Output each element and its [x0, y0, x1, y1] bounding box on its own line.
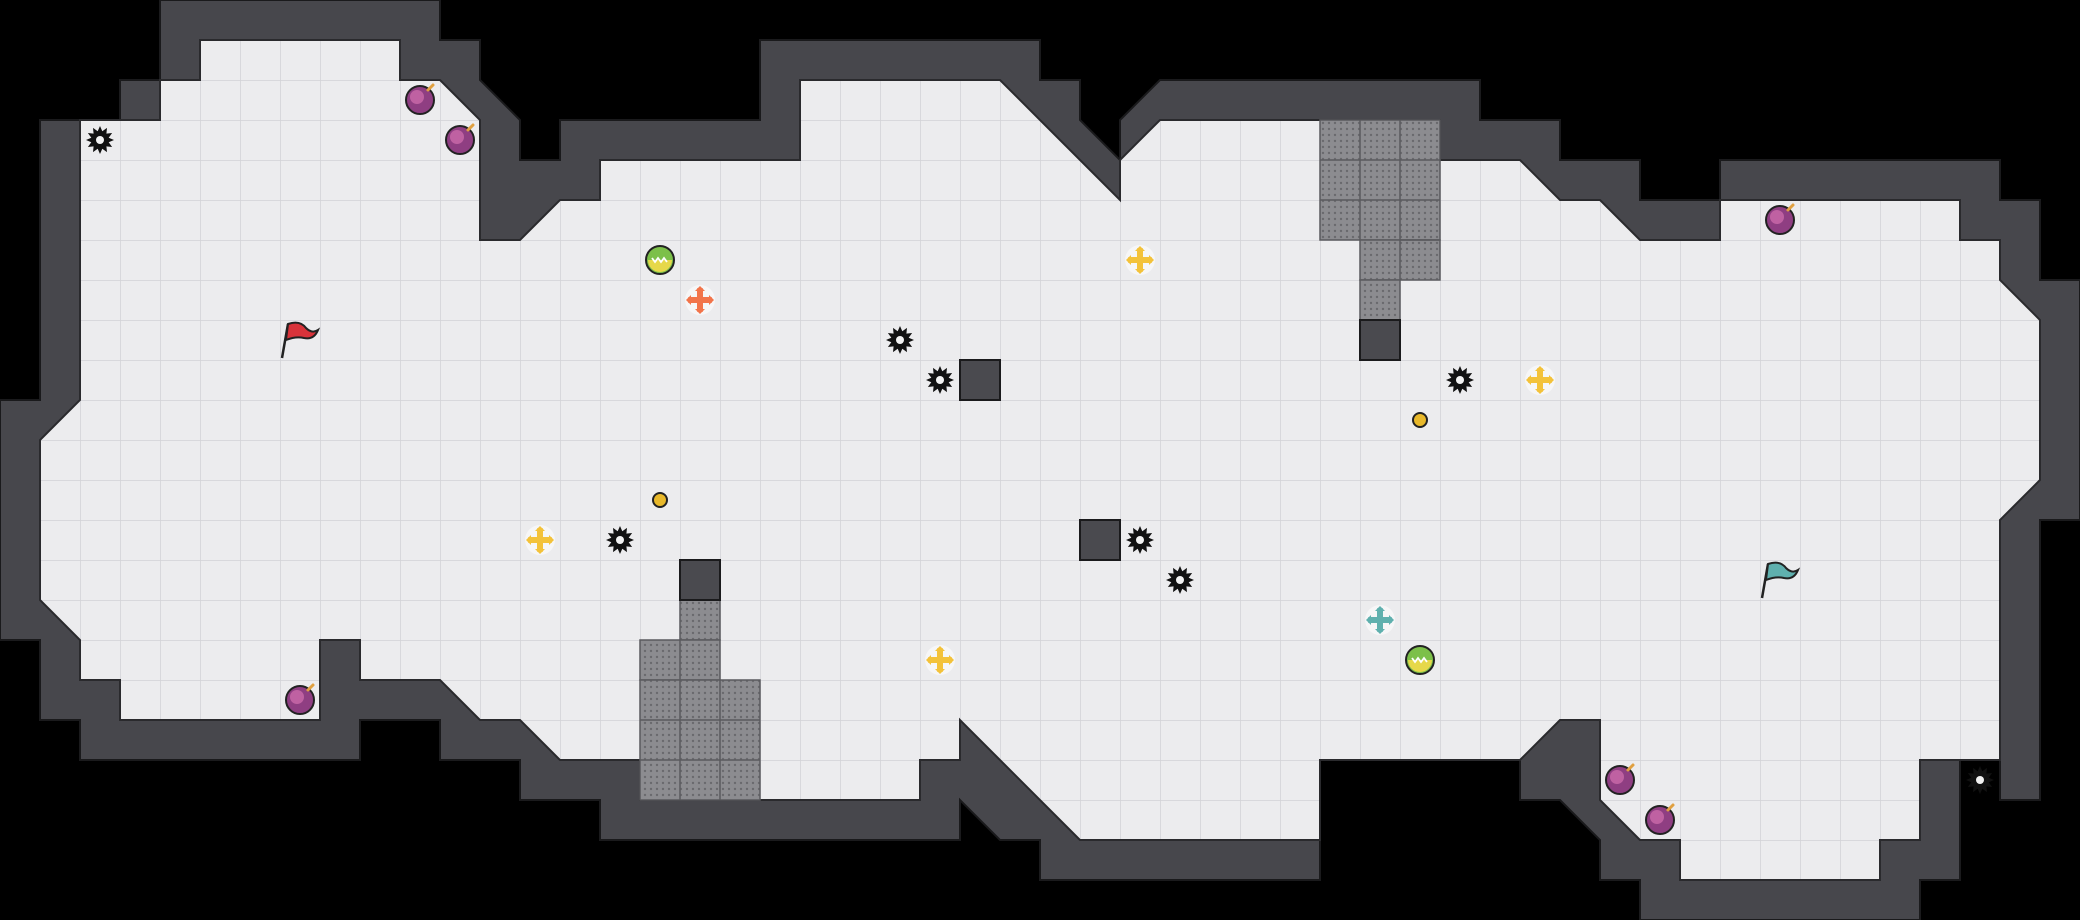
floor-area: [39, 39, 2041, 881]
plus-powerup-icon[interactable]: [1125, 245, 1155, 275]
spike-trap-icon: [1966, 766, 1994, 794]
coin-icon[interactable]: [652, 492, 668, 508]
shield-powerup-icon[interactable]: [1405, 645, 1435, 675]
coin-icon[interactable]: [1412, 412, 1428, 428]
solid-block: [1359, 319, 1401, 361]
solid-block: [679, 559, 721, 601]
spike-trap-icon: [1126, 526, 1154, 554]
bomb-icon[interactable]: [285, 683, 315, 715]
plus-powerup-icon[interactable]: [1365, 605, 1395, 635]
shield-powerup-icon[interactable]: [645, 245, 675, 275]
grate-patch-top: [1319, 119, 1441, 321]
solid-block: [1079, 519, 1121, 561]
spike-trap-icon: [886, 326, 914, 354]
bomb-icon[interactable]: [1645, 803, 1675, 835]
bomb-icon[interactable]: [1605, 763, 1635, 795]
spike-trap-icon: [1446, 366, 1474, 394]
spike-trap-icon: [926, 366, 954, 394]
bomb-icon[interactable]: [405, 83, 435, 115]
plus-powerup-icon[interactable]: [1525, 365, 1555, 395]
bomb-icon[interactable]: [1765, 203, 1795, 235]
plus-powerup-icon[interactable]: [685, 285, 715, 315]
spike-trap-icon: [1166, 566, 1194, 594]
teal-flag-icon[interactable]: [1760, 561, 1801, 599]
red-flag-icon[interactable]: [280, 321, 321, 359]
plus-powerup-icon[interactable]: [525, 525, 555, 555]
plus-powerup-icon[interactable]: [925, 645, 955, 675]
grate-patch-bottom: [639, 599, 761, 801]
solid-block: [959, 359, 1001, 401]
spike-trap-icon: [86, 126, 114, 154]
spike-trap-icon: [606, 526, 634, 554]
bomb-icon[interactable]: [445, 123, 475, 155]
